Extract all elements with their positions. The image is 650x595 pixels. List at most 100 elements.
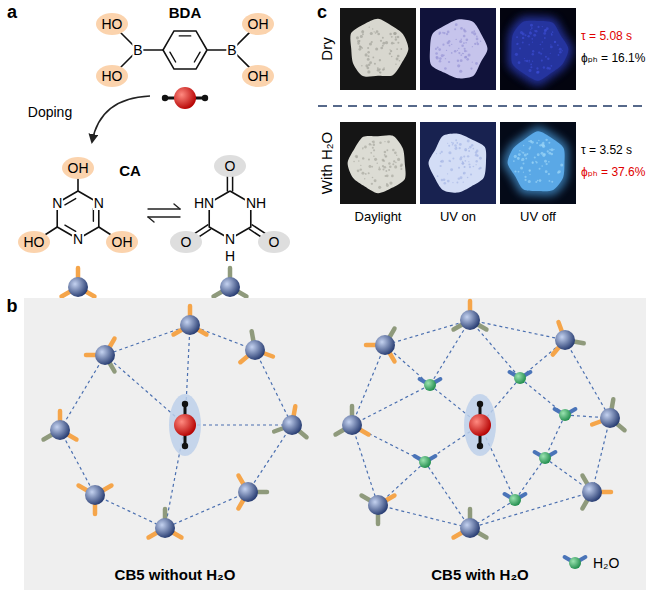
powder-grain [447,180,450,183]
powder-grain [519,150,521,152]
molecule-name: CA [118,163,142,178]
water-sphere [424,379,436,391]
powder-grain [558,170,561,173]
column-label: UV off [519,210,557,223]
powder-grain [478,168,480,170]
powder-grain [393,32,396,35]
powder-grain [554,41,556,43]
powder-grain [441,54,444,57]
hydrogen-bond-dash [255,350,292,425]
powder-grain [536,142,538,144]
powder-grain [513,160,515,162]
hydrogen-bond-dash [352,345,385,425]
powder-grain [395,38,397,40]
hydrogen-bond-dash [352,425,378,505]
powder-grain [537,180,539,182]
powder-grain [524,34,526,36]
powder-grain [436,153,437,154]
powder-grain [452,142,454,144]
powder-grain [455,39,456,40]
dashed-divider [318,105,648,107]
powder-grain [448,160,450,162]
powder-grain [452,158,454,160]
quantum-yield-value: ϕₚₕ = 37.6% [580,166,646,178]
powder-grain [529,31,531,33]
powder-grain [389,165,392,168]
equilibrium-arrow [148,208,180,209]
atom-label: NH [245,196,267,210]
powder-grain [456,142,458,144]
hydrogen-bond-dash [95,495,165,528]
hydrogen-bond-dash [470,492,592,528]
powder-grain [531,38,533,40]
powder-grain [545,170,548,173]
hydroxyl-dot [162,95,168,101]
panel-a-structures [18,13,290,297]
powder-grain [476,41,478,43]
powder-grain [379,68,381,70]
powder-grain [361,30,364,33]
hydrogen-bond-dash [565,340,610,418]
lifetime-value: τ = 3.52 s [580,144,633,156]
powder-grain [372,177,374,179]
powder-grain [353,161,355,163]
powder-grain [540,44,542,46]
hydrogen-bond-dash [105,325,190,355]
photo-background [420,8,496,90]
powder-grain [389,181,392,184]
powder-grain [384,166,387,169]
powder-grain [400,168,402,170]
powder-grain [534,156,536,158]
cyanuric-acid-icon [362,495,395,524]
powder-grain [551,181,553,183]
powder-grain [468,148,469,149]
powder-grain [465,42,467,44]
powder-grain [537,71,540,74]
molecule-sphere [460,518,480,538]
powder-grain [362,33,364,35]
atom-label: N [51,196,63,210]
group-highlight [96,65,128,87]
powder-grain [550,44,551,45]
powder-grain [465,150,466,151]
powder-grain [540,53,542,55]
powder-grain [531,27,533,29]
cyanuric-acid-icon [454,301,487,330]
powder-grain [529,170,530,171]
powder-grain [467,177,469,179]
powder-grain [541,165,543,167]
photo-background [420,122,496,204]
powder-grain [374,63,376,65]
powder-grain [397,42,399,44]
sample-photo [500,122,576,204]
powder-grain [452,182,453,183]
powder-grain [451,52,453,54]
powder-grain [388,169,390,171]
powder-sample [511,21,568,81]
powder-grain [379,72,381,74]
photo-background [500,122,576,204]
powder-grain [472,46,473,47]
molecule-sphere [155,518,175,538]
hydroxyl-dot [477,401,483,407]
atom-label: O [224,159,237,173]
double-bond-line [65,199,76,205]
powder-grain [467,139,470,142]
network-caption: CB5 without H₂O [114,567,237,582]
powder-grain [535,181,537,183]
powder-grain [448,40,450,42]
molecule-sphere [238,482,258,502]
group-highlight [258,231,290,253]
powder-grain [460,59,463,62]
powder-grain [360,35,363,38]
powder-grain [558,54,560,56]
powder-grain [439,57,442,60]
powder-grain [436,56,438,58]
powder-grain [392,163,394,165]
powder-grain [456,147,458,149]
powder-grain [386,149,388,151]
powder-grain [361,172,364,175]
powder-grain [460,27,463,30]
hydrogen-bond-dash [352,385,430,425]
